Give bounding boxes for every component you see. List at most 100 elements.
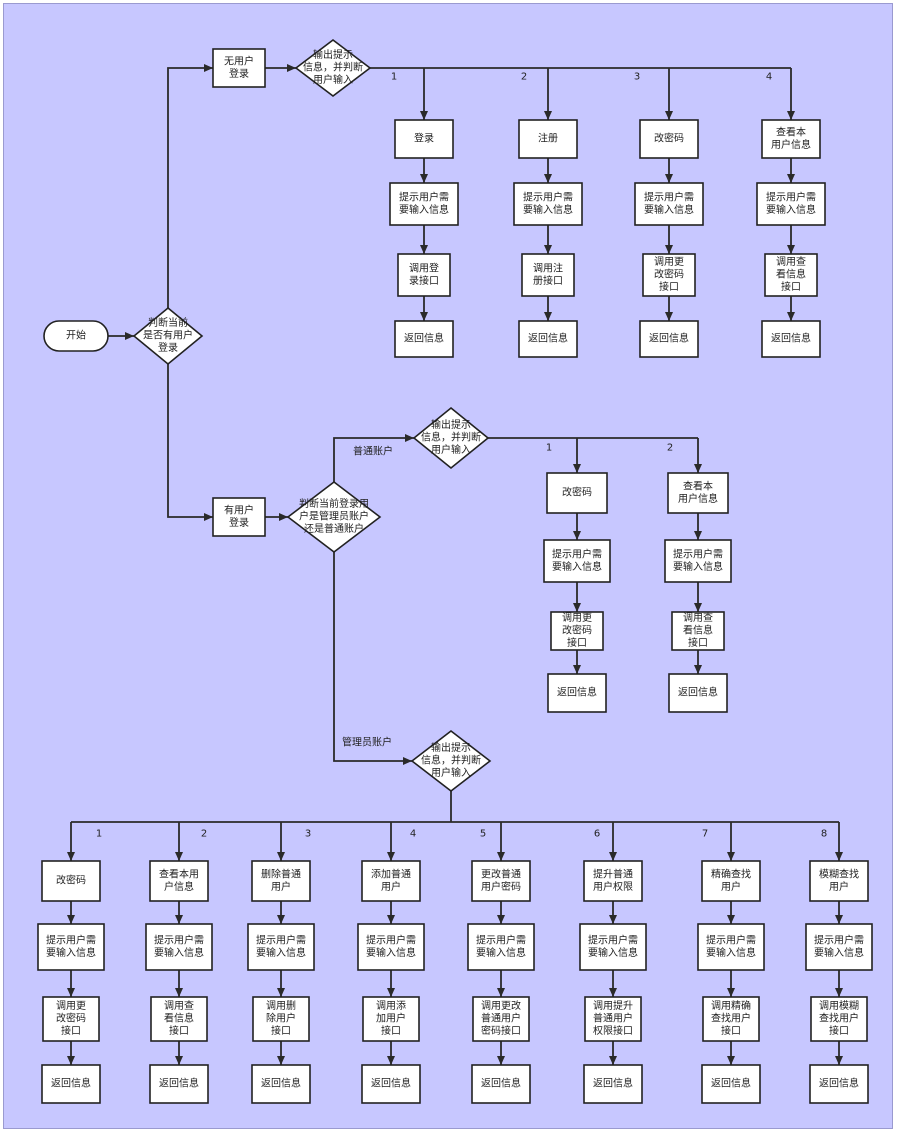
node-label: 返回信息 xyxy=(481,1077,521,1090)
node-label: 调用更 xyxy=(562,612,592,624)
node-label: 调用查 xyxy=(164,999,194,1012)
node-label: 提示用户需 xyxy=(588,933,638,946)
node-label: 调用查 xyxy=(683,611,713,624)
node-label: 用户 xyxy=(829,880,849,893)
node-label: 用户输入 xyxy=(431,766,471,779)
node-t-pwd: 改密码 xyxy=(639,119,699,159)
edge-type-admin xyxy=(333,552,412,765)
node-label: 用户权限 xyxy=(593,880,633,893)
node-label: 信息，并判断 xyxy=(421,431,481,444)
node-label: 登录 xyxy=(229,67,249,80)
node-label: 注册 xyxy=(538,132,558,145)
node-a3-ret: 返回信息 xyxy=(251,1064,311,1104)
edge-label-admin-7: 7 xyxy=(702,829,708,840)
node-label: 提示用户需 xyxy=(476,933,526,946)
edge-label-top-2: 2 xyxy=(521,72,527,83)
node-label: 要输入信息 xyxy=(154,946,204,959)
node-label: 用户输入 xyxy=(431,443,471,456)
node-label: 用户信息 xyxy=(771,138,811,151)
node-label: 用户信息 xyxy=(678,492,718,505)
node-n-pwd: 改密码 xyxy=(546,472,608,514)
node-label: 返回信息 xyxy=(159,1077,199,1090)
node-start: 开始 xyxy=(43,320,109,352)
edge-label-admin-2: 2 xyxy=(201,829,207,840)
node-label: 要输入信息 xyxy=(46,946,96,959)
node-label: 信息，并判断 xyxy=(421,754,481,767)
node-label: 接口 xyxy=(688,636,708,649)
node-label: 要输入信息 xyxy=(814,946,864,959)
node-label: 用户 xyxy=(721,880,741,893)
node-label: 要输入信息 xyxy=(399,203,449,216)
node-label: 调用删 xyxy=(266,1000,296,1012)
node-label: 要输入信息 xyxy=(523,203,573,216)
node-label: 输出提示 xyxy=(431,741,471,754)
node-label: 权限接口 xyxy=(593,1024,633,1037)
node-label: 提示用户需 xyxy=(154,933,204,946)
node-label: 改密码 xyxy=(562,486,592,499)
node-label: 判断当前登录用 xyxy=(299,497,369,510)
node-label: 调用更 xyxy=(654,256,684,268)
node-label: 返回信息 xyxy=(404,332,444,345)
node-label: 户信息 xyxy=(164,880,194,893)
node-label: 输出提示 xyxy=(431,418,471,431)
node-label: 改密码 xyxy=(654,268,684,281)
node-label: 模糊查找 xyxy=(819,867,859,880)
node-label: 提示用户需 xyxy=(256,933,306,946)
node-label: 调用登 xyxy=(409,261,439,274)
edge-label-admin-4: 4 xyxy=(410,829,416,840)
node-label: 调用提升 xyxy=(593,1000,633,1012)
node-label: 用户 xyxy=(271,880,291,893)
node-a4-ret: 返回信息 xyxy=(361,1064,421,1104)
node-label: 返回信息 xyxy=(711,1077,751,1090)
node-label: 提示用户需 xyxy=(644,190,694,203)
edge-label-top-1: 1 xyxy=(391,72,397,83)
node-label: 查找用户 xyxy=(819,1012,859,1025)
node-label: 信息，并判断 xyxy=(303,61,363,74)
node-label: 接口 xyxy=(271,1024,291,1037)
node-label: 看信息 xyxy=(164,1012,194,1025)
node-label: 查看本用 xyxy=(159,867,199,880)
node-label: 要输入信息 xyxy=(476,946,526,959)
node-label: 要输入信息 xyxy=(588,946,638,959)
node-t-reg: 注册 xyxy=(518,119,578,159)
node-label: 添加普通 xyxy=(371,867,411,880)
node-label: 接口 xyxy=(169,1024,189,1037)
node-label: 精确查找 xyxy=(711,867,751,880)
edge-label-normal-1: 1 xyxy=(546,443,552,454)
edge-label-admin-account: 管理员账户 xyxy=(342,736,392,749)
node-label: 户是管理员账户 xyxy=(299,510,369,523)
edge-label-admin-5: 5 xyxy=(480,829,486,840)
node-label: 提示用户需 xyxy=(673,547,723,560)
edge-label-normal-2: 2 xyxy=(667,443,673,454)
flowchart-canvas: 开始判断当前是否有用户登录无用户登录有用户登录输出提示信息，并判断用户输入判断当… xyxy=(3,3,893,1129)
node-label: 要输入信息 xyxy=(673,560,723,573)
node-a7-ret: 返回信息 xyxy=(701,1064,761,1104)
node-label: 要输入信息 xyxy=(766,203,816,216)
node-label: 判断当前 xyxy=(148,316,188,329)
node-label: 除用户 xyxy=(266,1012,296,1025)
node-label: 调用注 xyxy=(533,261,563,274)
node-label: 调用模糊 xyxy=(819,999,859,1012)
